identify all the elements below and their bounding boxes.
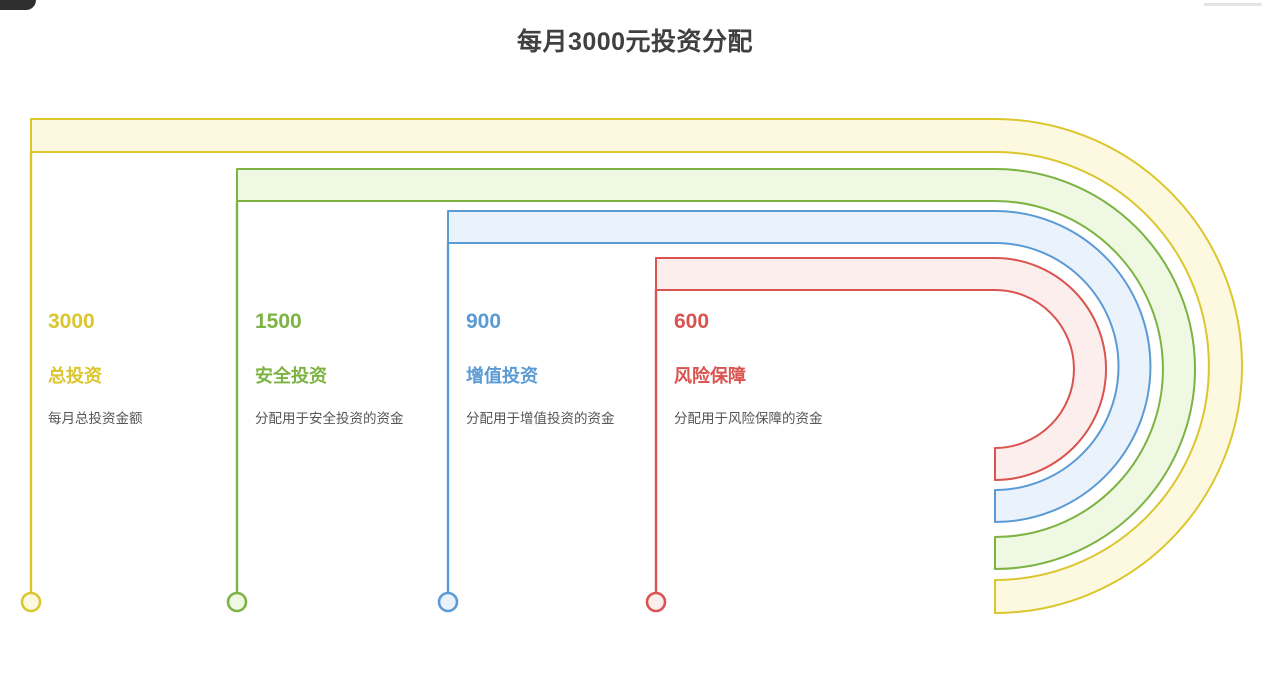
ribbon-growth-investment [437,210,1152,613]
page-title: 每月3000元投资分配 [516,28,754,56]
label-title-safe-investment: 安全投资 [255,366,327,387]
endpoint-total-investment [20,591,42,613]
label-desc-risk-protection: 分配用于风险保障的资金 [674,410,823,426]
label-desc-total-investment: 每月总投资金额 [48,410,143,426]
ribbon-total-investment [20,118,1243,614]
ribbon-risk-protection [645,257,1107,613]
label-title-risk-protection: 风险保障 [674,366,746,387]
corner-artifact [0,0,36,10]
endpoint-safe-investment [226,591,248,613]
top-divider-rule [1204,3,1262,6]
ribbon-band-safe-investment [236,168,1196,570]
endpoint-growth-investment [437,591,459,613]
ribbon-band-total-investment [30,118,1243,614]
label-group-safe-investment: 1500 安全投资 分配用于安全投资的资金 [255,310,445,428]
ribbon-safe-investment [226,168,1196,613]
label-desc-growth-investment: 分配用于增值投资的资金 [466,410,615,426]
ribbon-band-risk-protection [655,257,1107,481]
label-desc-safe-investment: 分配用于安全投资的资金 [255,410,404,426]
endpoint-risk-protection [645,591,667,613]
label-value-safe-investment: 1500 [255,310,302,333]
label-title-growth-investment: 增值投资 [466,366,538,387]
label-group-growth-investment: 900 增值投资 分配用于增值投资的资金 [466,310,656,428]
ribbon-band-growth-investment [447,210,1152,523]
label-title-total-investment: 总投资 [48,366,102,387]
label-value-total-investment: 3000 [48,310,95,333]
label-value-risk-protection: 600 [674,310,710,333]
label-group-total-investment: 3000 总投资 每月总投资金额 [48,310,238,428]
label-value-growth-investment: 900 [466,310,502,333]
label-group-risk-protection: 600 风险保障 分配用于风险保障的资金 [674,310,864,428]
